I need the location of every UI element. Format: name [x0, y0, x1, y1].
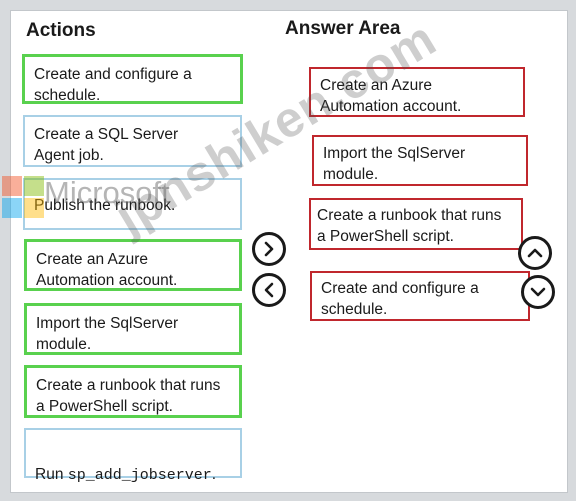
move-down-button[interactable]: [521, 275, 555, 309]
action-item[interactable]: Create a SQL Server Agent job.: [23, 115, 242, 167]
action-text-prefix: Run: [35, 466, 68, 483]
chevron-up-icon: [527, 248, 543, 258]
answer-area-heading: Answer Area: [285, 18, 401, 39]
action-text-suffix: .: [211, 466, 217, 483]
chevron-down-icon: [530, 287, 546, 297]
action-item[interactable]: Run sp_add_jobserver.: [24, 428, 242, 484]
actions-heading: Actions: [26, 20, 96, 41]
answer-item[interactable]: Create and configure a schedule.: [310, 271, 530, 321]
action-item[interactable]: Create and configure a schedule.: [22, 54, 243, 104]
action-item[interactable]: Publish the runbook.: [23, 178, 242, 230]
action-item[interactable]: Import the SqlServer module.: [24, 303, 242, 355]
answer-item[interactable]: Create an Azure Automation account.: [309, 67, 525, 117]
action-item[interactable]: Create an Azure Automation account.: [24, 239, 242, 291]
move-left-button[interactable]: [252, 273, 286, 307]
answer-item[interactable]: Create a runbook that runs a PowerShell …: [309, 198, 523, 250]
microsoft-logo-watermark: [2, 176, 44, 218]
move-right-button[interactable]: [252, 232, 286, 266]
chevron-left-icon: [264, 282, 274, 298]
chevron-right-icon: [264, 241, 274, 257]
action-item[interactable]: Create a runbook that runs a PowerShell …: [24, 365, 242, 418]
action-code: sp_add_jobserver: [67, 467, 212, 484]
answer-item[interactable]: Import the SqlServer module.: [312, 135, 528, 186]
move-up-button[interactable]: [518, 236, 552, 270]
